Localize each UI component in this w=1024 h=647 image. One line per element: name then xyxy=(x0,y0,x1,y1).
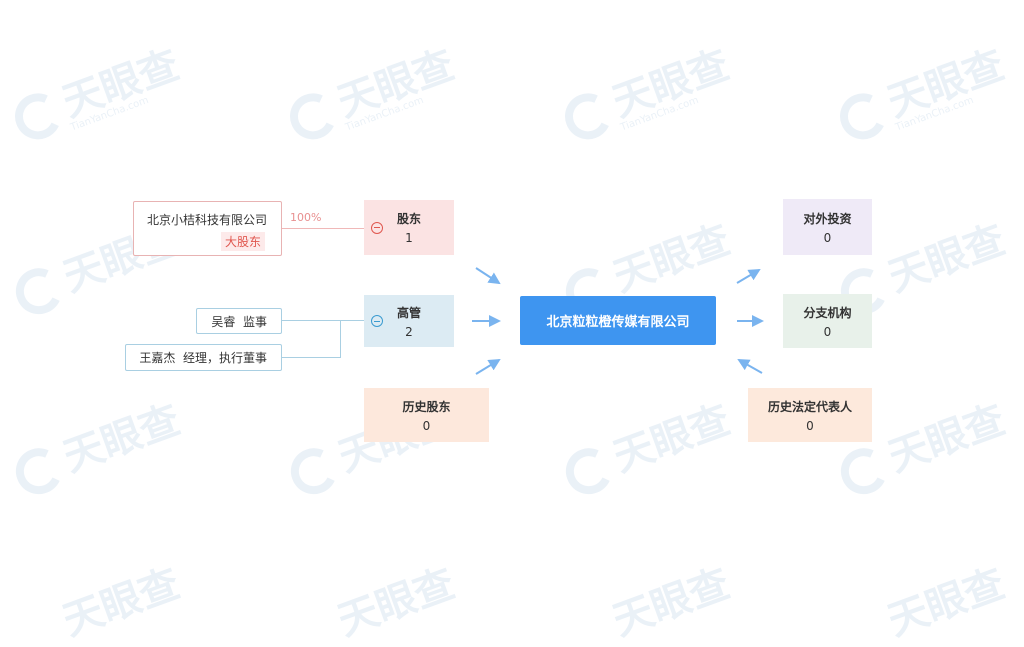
executive-connector xyxy=(282,320,364,321)
executive-item[interactable]: 王嘉杰 经理，执行董事 xyxy=(125,344,282,371)
investments-node[interactable]: 对外投资 0 xyxy=(783,199,872,255)
node-label: 高管 xyxy=(396,305,421,320)
executive-connector xyxy=(282,357,341,358)
arrow-icon xyxy=(475,267,501,285)
collapse-icon[interactable] xyxy=(371,221,383,234)
center-company-node[interactable]: 北京粒粒橙传媒有限公司 xyxy=(520,296,716,345)
node-label: 分支机构 xyxy=(803,305,852,320)
executive-connector xyxy=(340,320,341,358)
node-label: 对外投资 xyxy=(803,211,852,226)
shareholder-connector xyxy=(282,228,364,229)
node-label: 股东 xyxy=(396,212,421,226)
node-count: 0 xyxy=(823,324,832,339)
node-label: 历史股东 xyxy=(402,399,451,414)
node-count: 0 xyxy=(806,418,814,433)
center-company-name: 北京粒粒橙传媒有限公司 xyxy=(546,315,690,330)
arrow-icon xyxy=(737,359,763,374)
arrow-icon xyxy=(475,358,501,375)
node-count: 2 xyxy=(405,324,413,339)
shareholder-name[interactable]: 北京小桔科技有限公司 xyxy=(146,213,267,227)
node-count: 0 xyxy=(422,418,431,433)
node-label: 历史法定代表人 xyxy=(767,399,852,414)
executives-node[interactable]: 高管 2 xyxy=(364,295,454,347)
major-shareholder-badge: 大股东 xyxy=(220,232,265,251)
executive-role: 经理，执行董事 xyxy=(182,351,267,365)
share-percent: 100% xyxy=(290,211,322,224)
shareholder-entity[interactable]: 北京小桔科技有限公司 大股东 xyxy=(133,201,282,256)
history-shareholders-node[interactable]: 历史股东 0 xyxy=(364,388,489,442)
executive-name: 王嘉杰 xyxy=(139,351,176,365)
arrows xyxy=(472,267,764,375)
node-count: 0 xyxy=(823,230,832,245)
node-count: 1 xyxy=(405,231,413,245)
executive-name: 吴睿 xyxy=(211,314,236,329)
arrow-icon xyxy=(736,268,761,284)
shareholders-node[interactable]: 股东 1 xyxy=(364,200,454,255)
executive-item[interactable]: 吴睿 监事 xyxy=(196,308,282,334)
history-legal-rep-node[interactable]: 历史法定代表人 0 xyxy=(748,388,872,442)
executive-role: 监事 xyxy=(242,314,267,329)
collapse-icon[interactable] xyxy=(371,315,383,327)
branches-node[interactable]: 分支机构 0 xyxy=(783,294,872,348)
